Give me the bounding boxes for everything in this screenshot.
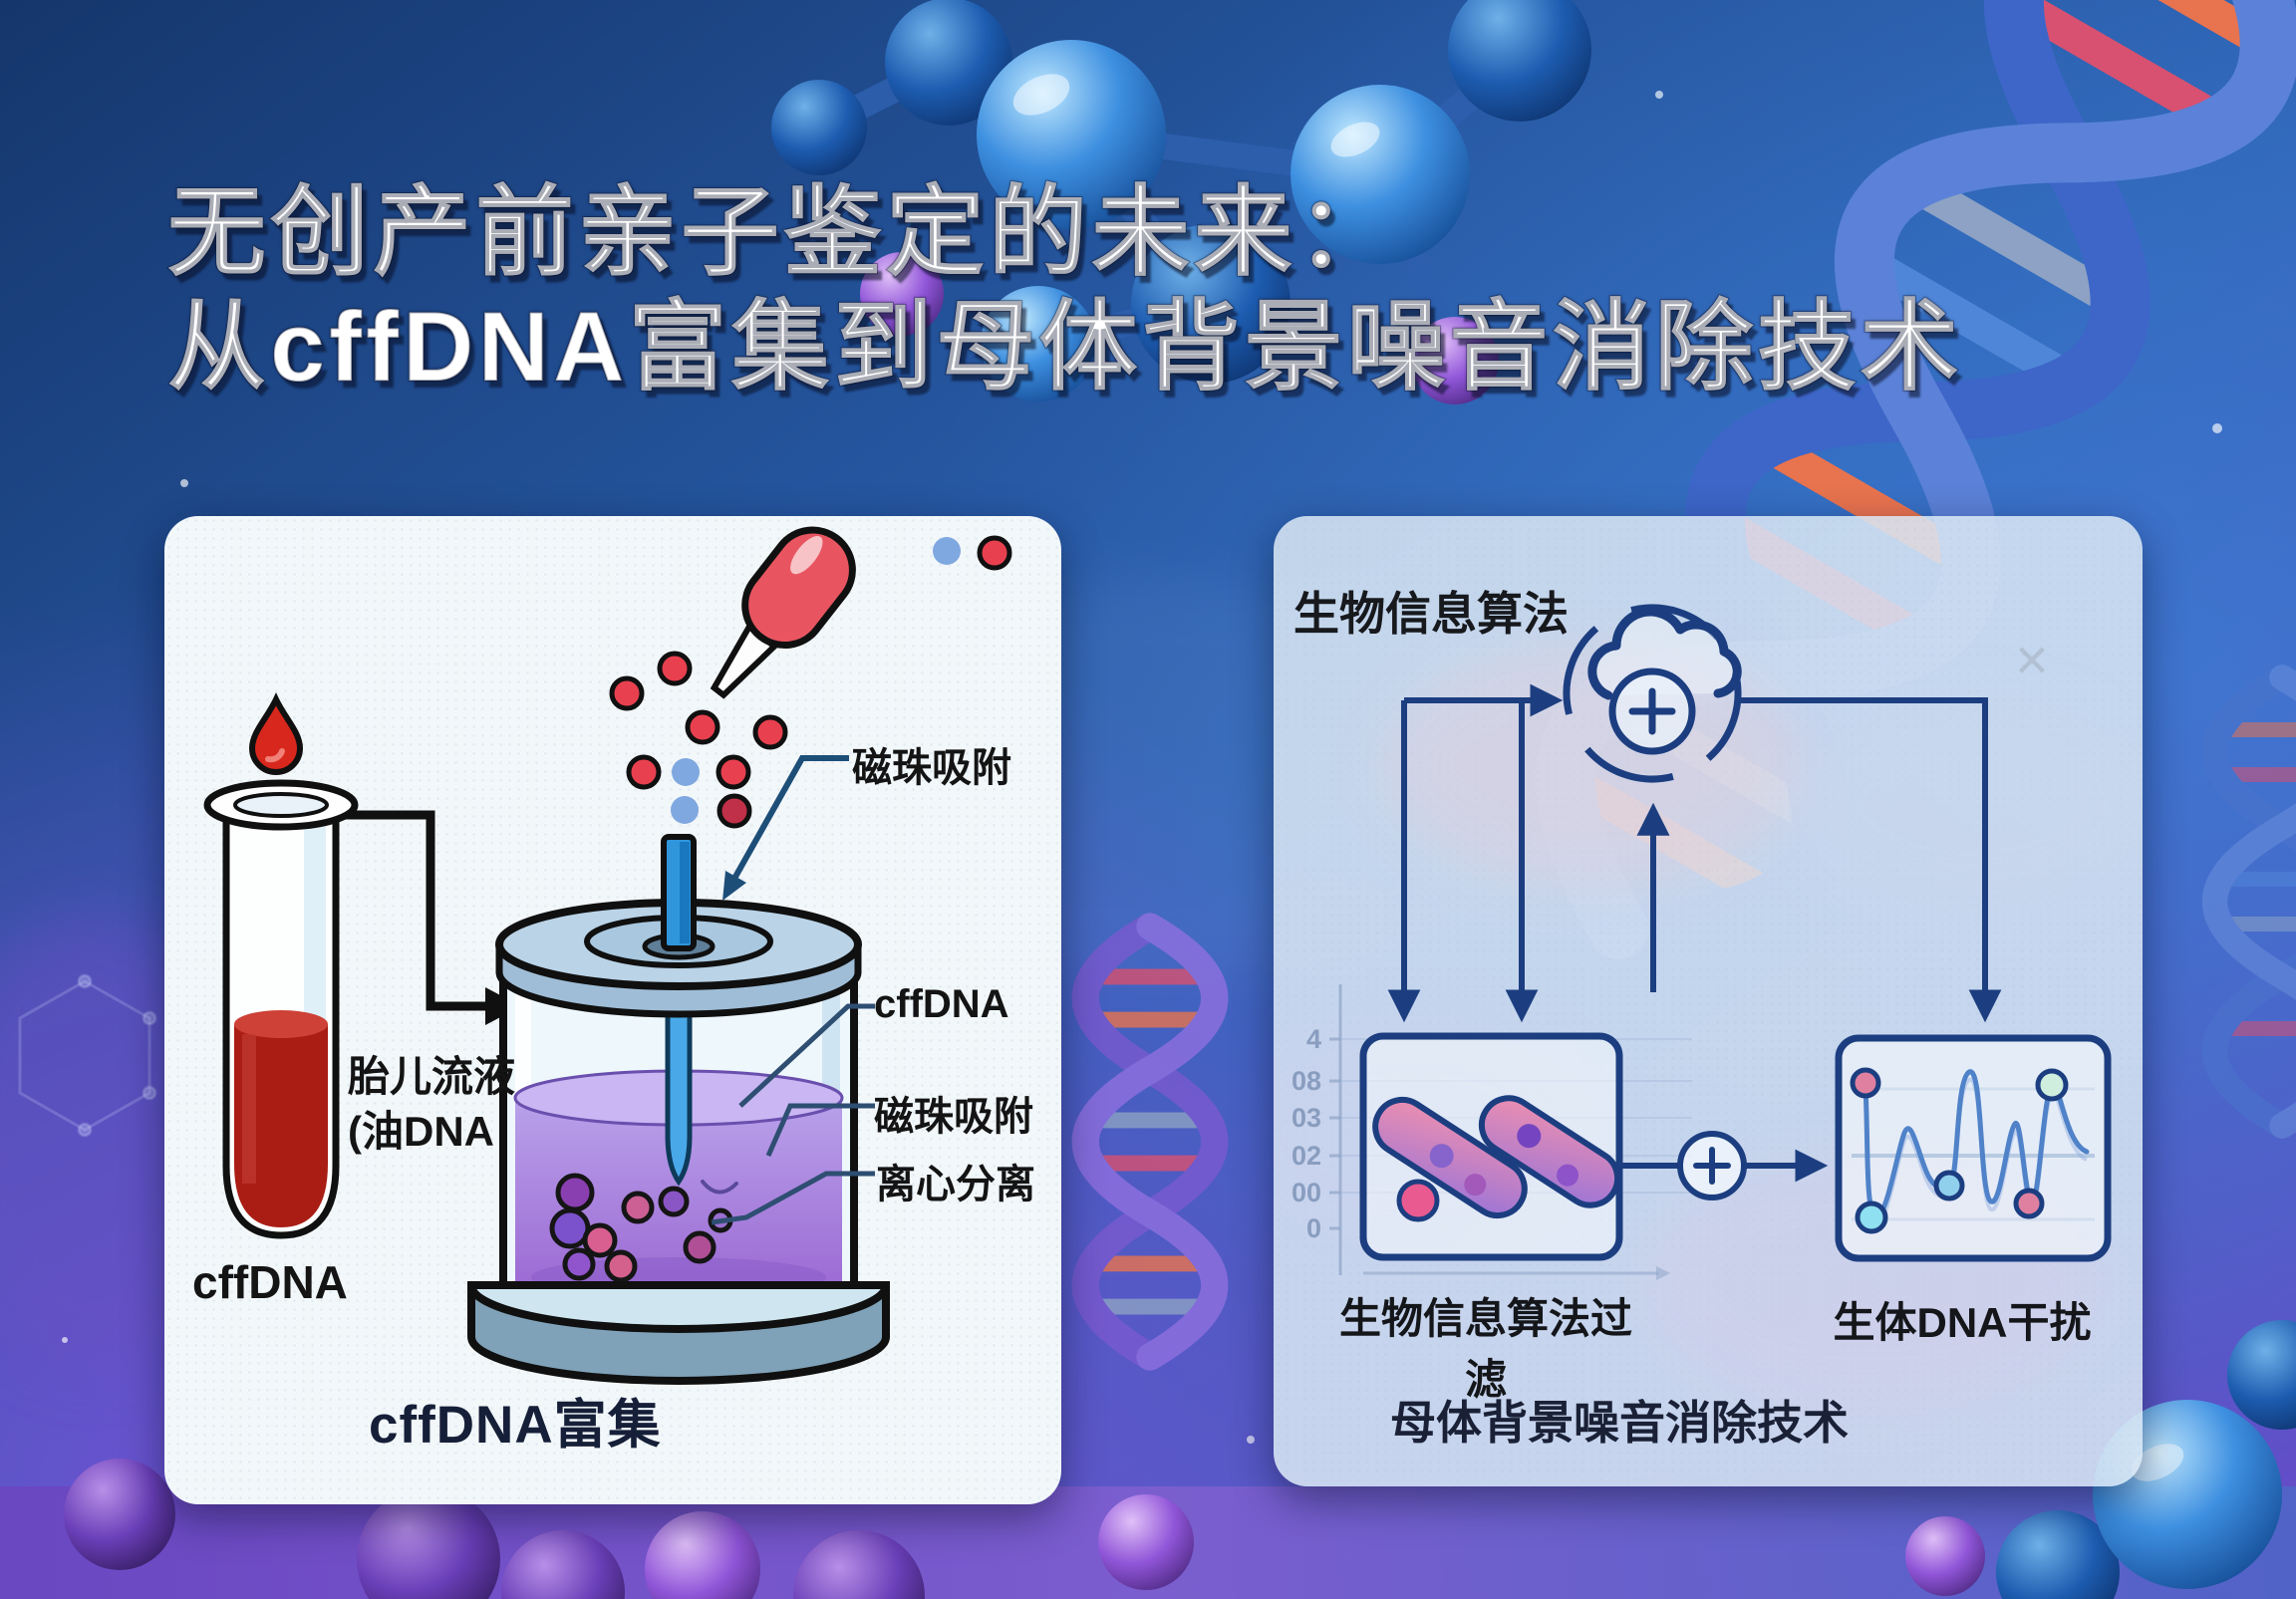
right-card-caption: 母体背景噪音消除技术	[1390, 1397, 1849, 1449]
noise-removal-panel: 4 08 03 02 00 0	[1274, 516, 2143, 1486]
bottom-molecules	[64, 1320, 2296, 1599]
axis-tick: 03	[1292, 1103, 1321, 1133]
molecule-cluster	[771, 0, 1591, 404]
cloud-plus-icon	[1587, 607, 1742, 755]
close-icon: ×	[2015, 628, 2049, 692]
blood-drop-icon	[248, 691, 304, 775]
flow-connectors	[1387, 683, 2002, 1183]
dna-fragment-capsules	[1372, 1095, 1621, 1222]
left-card-caption: cffDNA富集	[369, 1396, 662, 1455]
leader-lines	[711, 755, 875, 1225]
tube-annotation: 胎儿流液 (油DNA	[348, 1053, 516, 1155]
falling-beads	[609, 535, 1012, 829]
test-tube	[203, 779, 359, 1239]
dropper-annotation: 磁珠吸附	[852, 746, 1011, 790]
hexagon-molecule-icon	[18, 973, 157, 1138]
beaker-base	[466, 1281, 891, 1385]
side-annotation-beads: 磁珠吸附	[874, 1095, 1033, 1139]
circled-plus-icon	[1677, 1131, 1747, 1200]
axis-tick: 4	[1306, 1024, 1321, 1054]
flowchart: 4 08 03 02 00 0	[1274, 604, 2143, 1413]
side-annotation-centrifuge: 离心分离	[876, 1163, 1035, 1206]
filter-box-caption: 生物信息算法过滤	[1338, 1295, 1632, 1403]
axis-tick: 02	[1292, 1141, 1321, 1171]
blood-sample	[234, 1024, 328, 1227]
title-line-1: 无创产前亲子鉴定的未来：	[166, 175, 1399, 288]
tube-to-beaker-arrow	[346, 810, 493, 1011]
waveform-box-caption: 生体DNA干扰	[1833, 1299, 2092, 1346]
enrichment-illustration	[203, 526, 1012, 1385]
dna-helix-edge-icon	[2201, 665, 2296, 1139]
sparkle-dots	[62, 91, 2222, 1444]
dropper-icon	[710, 526, 856, 699]
cffdna-enrichment-panel: cffDNA 胎儿流液 (油DNA 磁珠吸附 cffDNA 磁珠吸附 离心分离 …	[164, 516, 1061, 1504]
waveform-chart	[1850, 1067, 2095, 1234]
tube-label: cffDNA	[192, 1256, 348, 1308]
waveform-dots	[1850, 1067, 2069, 1234]
magnetic-beads	[549, 1173, 733, 1283]
side-annotation-cffdna: cffDNA	[874, 982, 1009, 1026]
magnetic-rod	[661, 834, 697, 951]
title-line-2: 从cffDNA富集到母体背景噪音消除技术	[166, 290, 1963, 402]
axis-tick: 08	[1292, 1066, 1321, 1096]
right-card-top-label: 生物信息算法	[1293, 588, 1569, 640]
page-title: 无创产前亲子鉴定的未来： 从cffDNA富集到母体背景噪音消除技术	[166, 175, 1963, 404]
axis-tick: 0	[1306, 1213, 1321, 1243]
plus-icon	[1628, 687, 1676, 735]
axis-tick: 00	[1292, 1178, 1321, 1207]
dna-helix-small-icon	[1071, 913, 1229, 1371]
